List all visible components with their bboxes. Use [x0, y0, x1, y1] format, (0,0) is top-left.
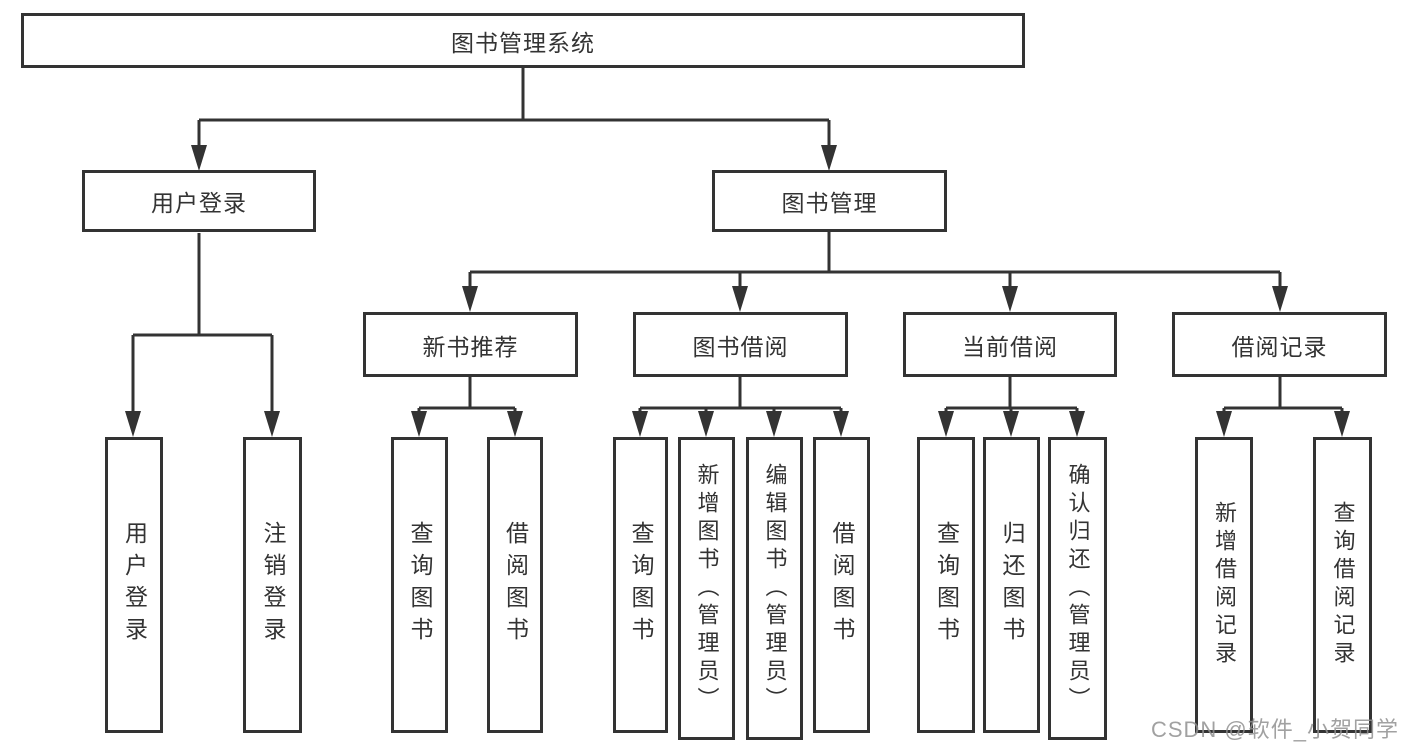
- leaf-confirm-return-admin: 确认归还（管理员）: [1048, 437, 1107, 740]
- leaf-user-login-label: 用户登录: [121, 521, 148, 649]
- node-user-login: 用户登录: [82, 170, 316, 232]
- leaf-logout-label: 注销登录: [260, 521, 286, 649]
- node-root: 图书管理系统: [21, 13, 1025, 68]
- leaf-query-books-1-label: 查询图书: [407, 521, 433, 649]
- leaf-query-borrow-record: 查询借阅记录: [1313, 437, 1372, 733]
- leaf-add-borrow-record-label: 新增借阅记录: [1212, 501, 1237, 669]
- node-new-book-recommend: 新书推荐: [363, 312, 578, 377]
- node-root-label: 图书管理系统: [451, 29, 595, 56]
- csdn-watermark: CSDN @软件_小贺同学: [1150, 717, 1399, 742]
- arrowheads: [125, 145, 1350, 437]
- leaf-query-borrow-record-label: 查询借阅记录: [1330, 501, 1356, 669]
- node-book-borrowing: 图书借阅: [633, 312, 848, 377]
- leaf-query-books-1: 查询图书: [391, 437, 448, 733]
- leaf-query-books-2: 查询图书: [613, 437, 668, 733]
- node-current-borrowing-label: 当前借阅: [962, 333, 1058, 360]
- node-current-borrowing: 当前借阅: [903, 312, 1117, 377]
- node-borrowing-records-label: 借阅记录: [1231, 333, 1328, 360]
- node-user-login-label: 用户登录: [151, 190, 247, 216]
- leaf-confirm-return-admin-label: 确认归还（管理员）: [1065, 462, 1091, 715]
- leaf-borrow-books-1-label: 借阅图书: [502, 521, 529, 649]
- leaf-edit-books-admin-label: 编辑图书（管理员）: [762, 462, 788, 715]
- leaf-borrow-books-2: 借阅图书: [813, 437, 870, 733]
- node-book-management-label: 图书管理: [781, 190, 878, 216]
- leaf-query-books-2-label: 查询图书: [628, 521, 654, 649]
- leaf-add-borrow-record: 新增借阅记录: [1195, 437, 1253, 733]
- node-book-borrowing-label: 图书借阅: [692, 333, 789, 360]
- leaf-add-books-admin: 新增图书（管理员）: [678, 437, 735, 740]
- leaf-query-books-3: 查询图书: [917, 437, 975, 733]
- leaf-add-books-admin-label: 新增图书（管理员）: [694, 462, 720, 715]
- leaf-borrow-books-1: 借阅图书: [487, 437, 543, 733]
- node-new-book-recommend-label: 新书推荐: [422, 333, 519, 360]
- node-borrowing-records: 借阅记录: [1172, 312, 1387, 377]
- leaf-return-books: 归还图书: [983, 437, 1040, 733]
- node-book-management: 图书管理: [712, 170, 947, 232]
- leaf-logout: 注销登录: [243, 437, 302, 733]
- leaf-user-login: 用户登录: [105, 437, 163, 733]
- leaf-query-books-3-label: 查询图书: [933, 521, 960, 649]
- leaf-return-books-label: 归还图书: [999, 521, 1025, 649]
- leaf-borrow-books-2-label: 借阅图书: [829, 521, 855, 649]
- leaf-edit-books-admin: 编辑图书（管理员）: [746, 437, 803, 740]
